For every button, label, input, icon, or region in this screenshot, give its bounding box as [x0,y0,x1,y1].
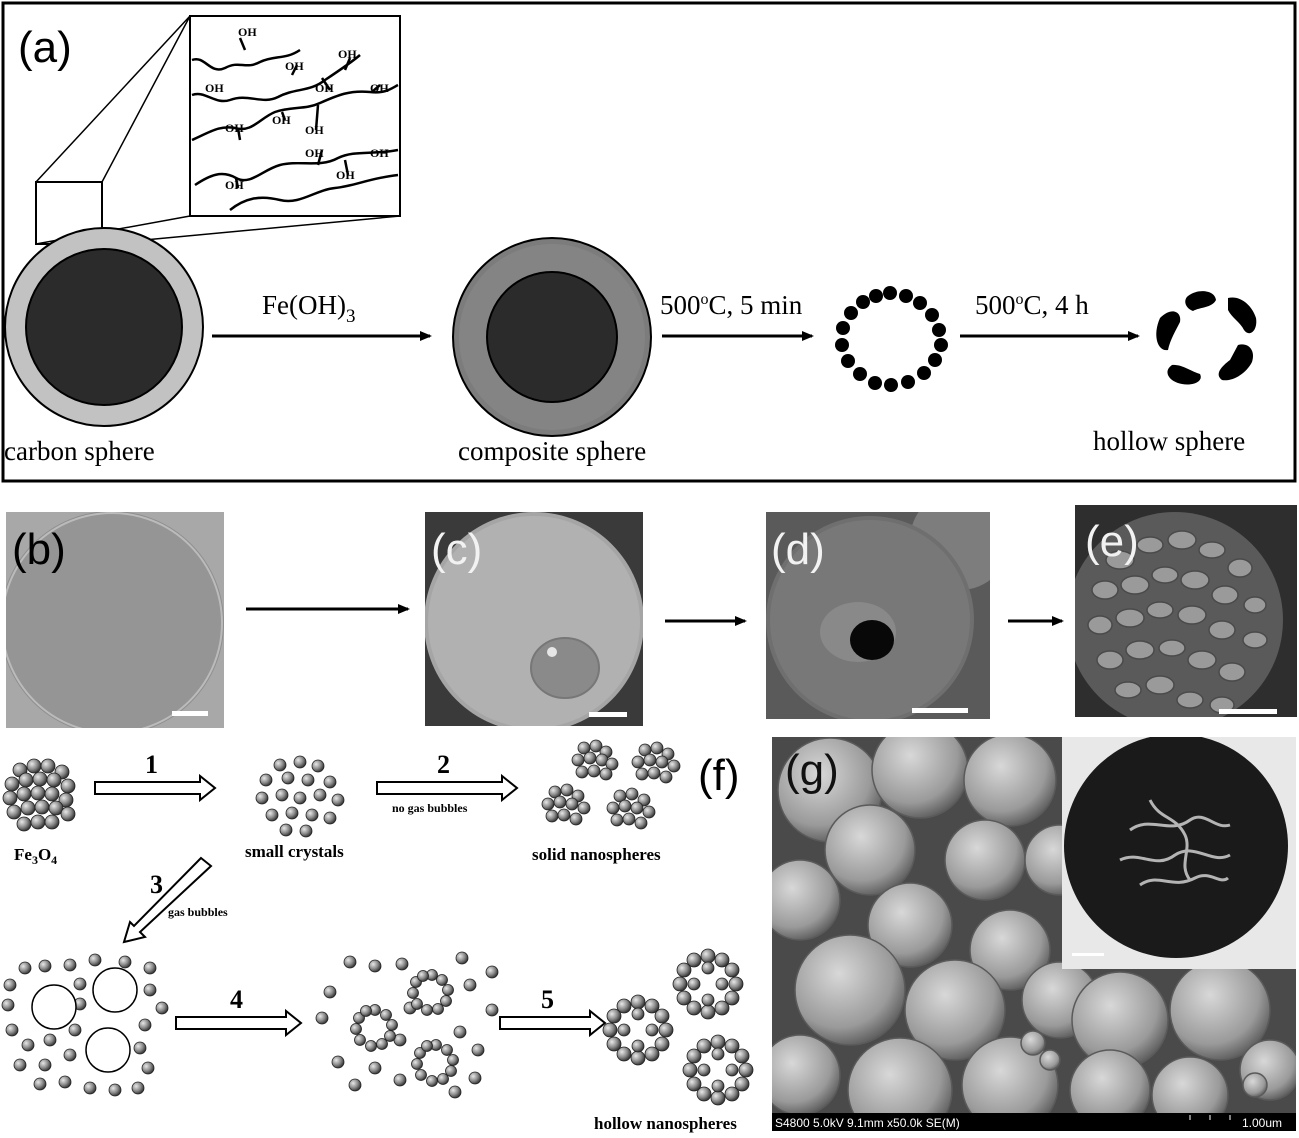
composite-sphere-label: composite sphere [458,436,646,466]
oh-label: OH [285,59,304,73]
sem-image-b [6,512,224,728]
polymer-chains [191,37,399,211]
hollow-arrow-3 [122,856,213,944]
step-3-label: 3 [150,870,163,899]
solid-nanospheres-label: solid nanospheres [532,845,661,864]
panel-f-letter: (f) [698,751,740,800]
sem-image-e [1075,505,1297,717]
oh-group-labels: OH OH OH OH OH OH OH OH OH OH OH OH OH [205,25,389,192]
sem-scale-ticks [1189,1115,1231,1120]
zoom-line [101,15,191,183]
oh-label: OH [225,178,244,192]
hollow-arrow-4 [175,1008,303,1038]
step-2-label: 2 [437,750,450,779]
panel-c-letter: (c) [431,525,482,574]
sem-info-text: S4800 5.0kV 9.1mm x50.0k SE(M) [775,1116,960,1130]
hollow-arrow-5 [499,1008,607,1038]
oh-label: OH [305,146,324,160]
sem-image-d [766,512,990,719]
step2-condition: 500oC, 4 h [975,290,1089,320]
step1-condition: 500oC, 5 min [660,290,803,320]
oh-label: OH [272,113,291,127]
gas-bubble [85,1027,131,1073]
oh-label: OH [315,81,334,95]
fe3o4-label: Fe3O4 [14,845,57,867]
panel-d-letter: (d) [771,525,825,574]
carbon-sphere [4,227,204,427]
hollow-nanospheres [602,948,754,1106]
zoom-inset [189,15,401,217]
sem-scale-text: 1.00um [1242,1116,1282,1130]
composite-sphere [452,237,652,437]
oh-label: OH [370,81,389,95]
oh-label: OH [225,121,244,135]
sem-row: (b) (c) (d) [6,505,1297,728]
panel-f: (f) Fe3O4 1 small crystals 2 no gas bubb… [1,739,754,1133]
reagent-label: Fe(OH)3 [262,290,355,327]
oh-label: OH [238,25,257,39]
sem-image-c [425,512,643,726]
panel-a-letter: (a) [18,23,72,72]
hollow-nanospheres-label: hollow nanospheres [594,1114,737,1133]
particle-ring [835,286,948,392]
step-1-label: 1 [145,750,158,779]
gas-bubble [92,967,138,1013]
sem-image-g [772,737,1296,1131]
hollow-sphere-label: hollow sphere [1093,426,1245,456]
hollow-arrow-1 [94,773,217,803]
forming-hollow-rings [315,951,499,1099]
panel-a: (a) OH OH OH OH OH OH OH OH OH OH [1,1,1297,483]
small-crystals [255,755,345,838]
gas-bubbles-label: gas bubbles [168,905,228,919]
gas-bubble [31,984,77,1030]
hollow-arrow-2 [376,773,519,803]
gas-bubble-mixture [1,953,169,1097]
carbon-sphere-label: carbon sphere [4,436,155,466]
small-crystals-label: small crystals [245,842,344,861]
step-4-label: 4 [230,985,243,1014]
solid-nanospheres [541,739,681,830]
fe3o4-cluster [2,758,76,832]
oh-label: OH [305,123,324,137]
oh-label: OH [336,168,355,182]
panel-g: S4800 5.0kV 9.1mm x50.0k SE(M) 1.00um (g… [772,737,1296,1131]
no-gas-bubbles-label: no gas bubbles [392,801,468,815]
panel-b-letter: (b) [12,525,66,574]
panel-e-letter: (e) [1085,517,1139,566]
sem-info-bar [772,1113,1296,1131]
oh-label: OH [205,81,224,95]
step-5-label: 5 [541,985,554,1014]
panel-g-letter: (g) [785,746,839,795]
hollow-sphere-fragments [1156,291,1257,385]
oh-label: OH [338,47,357,61]
zoom-line [35,15,191,183]
oh-label: OH [370,146,389,160]
